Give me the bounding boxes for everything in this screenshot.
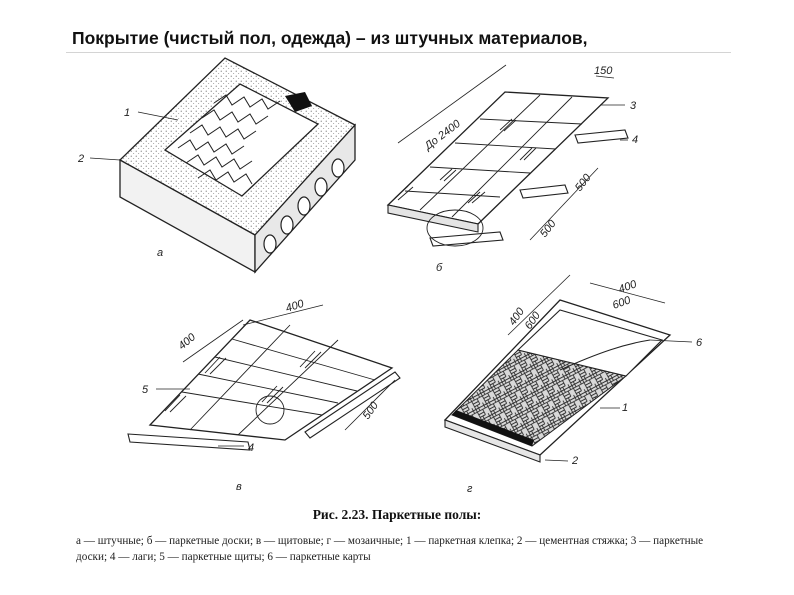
callout-a-1: 1 <box>124 107 130 119</box>
callout-d-1: 1 <box>622 402 628 414</box>
dim-b-span-2: 500 <box>538 217 559 240</box>
panel-letter-b: б <box>436 262 443 274</box>
callout-c-5: 5 <box>142 384 149 396</box>
dim-b-span-1: 500 <box>573 171 594 194</box>
callout-d-6: 6 <box>696 337 703 349</box>
figure-legend: а — штучные; б — паркетные доски; в — щи… <box>76 535 704 563</box>
title-divider <box>66 52 731 53</box>
callout-c-4: 4 <box>248 442 254 454</box>
dim-b-width: 150 <box>594 65 613 77</box>
callout-b-4: 4 <box>632 134 638 146</box>
dim-d-top-2: 600 <box>611 294 633 312</box>
dim-c-left: 400 <box>176 331 198 353</box>
panel-a-herringbone-floor: 1 2 а <box>77 57 357 274</box>
panel-letter-d: г <box>467 483 473 495</box>
panel-c-parquet-panels: 400 400 500 5 4 в <box>127 297 401 493</box>
callout-a-2: 2 <box>77 153 84 165</box>
panel-d-mosaic-parquet: 400 600 400 600 6 1 2 г <box>443 274 703 495</box>
dim-d-top: 400 <box>617 278 639 296</box>
panel-b-parquet-boards: До 2400 150 500 500 3 4 б <box>386 64 638 274</box>
callout-b-3: 3 <box>630 100 637 112</box>
dim-c-top: 400 <box>284 297 306 314</box>
callout-d-2: 2 <box>571 455 578 467</box>
panel-letter-c: в <box>236 481 242 493</box>
panel-letter-a: а <box>157 247 163 259</box>
slide-title: Покрытие (чистый пол, одежда) – из штучн… <box>72 28 588 48</box>
figure-caption: Рис. 2.23. Паркетные полы: <box>312 507 482 522</box>
